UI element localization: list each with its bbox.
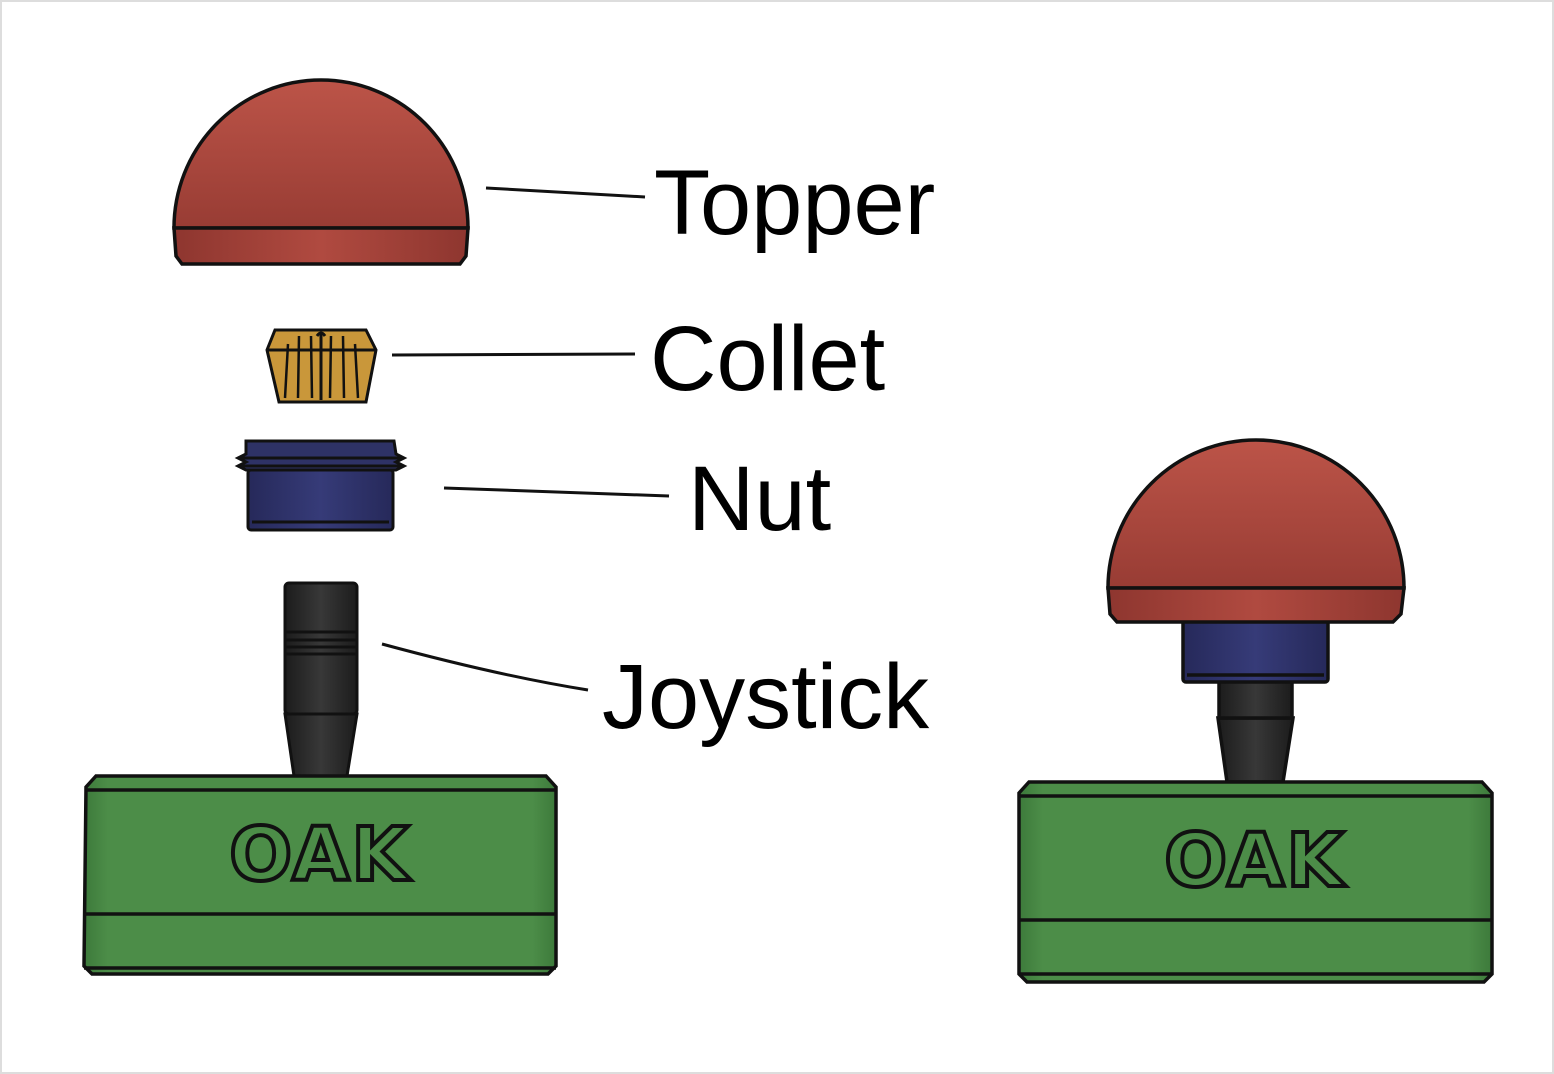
assembled-topper — [1106, 438, 1406, 624]
leader-line-nut — [443, 486, 670, 498]
nut-part — [234, 439, 408, 532]
label-topper: Topper — [654, 152, 935, 254]
leader-line-joystick — [381, 642, 589, 692]
joystick-base-left: OAK — [82, 774, 558, 976]
label-collet: Collet — [650, 308, 885, 410]
base-right-logo-text: OAK — [1164, 818, 1346, 904]
leader-line-collet — [391, 352, 636, 357]
label-nut: Nut — [688, 448, 831, 550]
label-joystick: Joystick — [602, 646, 930, 748]
joystick-shaft-part — [283, 581, 359, 778]
assembled-shaft — [1215, 678, 1296, 784]
assembled-joystick: OAK — [1017, 438, 1494, 984]
topper-part — [172, 78, 470, 266]
assembled-nut — [1181, 618, 1330, 684]
joystick-base-right: OAK — [1017, 780, 1494, 984]
leader-lines — [381, 186, 670, 692]
leader-line-topper — [485, 186, 646, 199]
collet-part — [265, 328, 378, 404]
base-left-logo-text: OAK — [229, 812, 411, 898]
